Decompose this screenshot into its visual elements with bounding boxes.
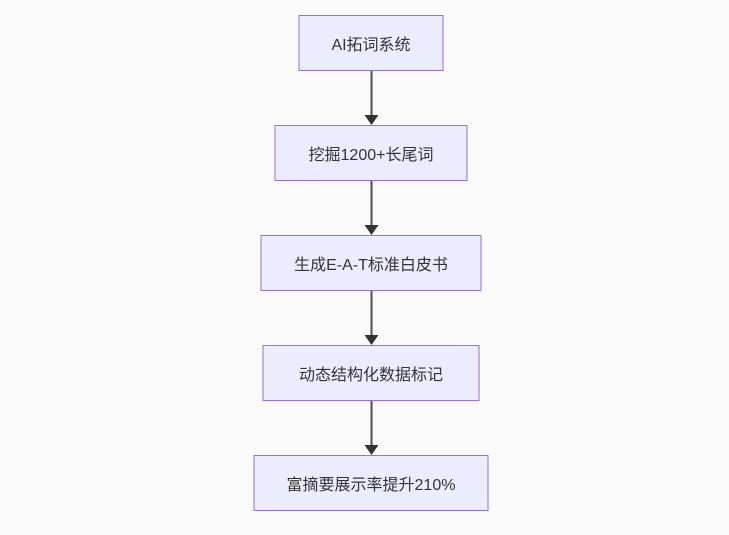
flow-node-label: 生成E-A-T标准白皮书	[294, 257, 448, 274]
arrow-line	[370, 181, 372, 225]
arrowhead-icon	[364, 335, 378, 345]
flow-node-label: 富摘要展示率提升210%	[286, 477, 456, 494]
flow-node-label: 挖掘1200+长尾词	[308, 147, 434, 164]
arrow-line	[370, 291, 372, 335]
flow-node-rich-snippet-rate-increase: 富摘要展示率提升210%	[253, 455, 489, 511]
arrow-down	[364, 401, 378, 455]
arrow-line	[370, 401, 372, 445]
flow-node-generate-eat-whitepaper: 生成E-A-T标准白皮书	[260, 235, 482, 291]
arrow-down	[364, 181, 378, 235]
arrowhead-icon	[364, 445, 378, 455]
flow-node-dynamic-structured-data-markup: 动态结构化数据标记	[262, 345, 480, 401]
arrow-line	[370, 71, 372, 115]
flow-node-ai-word-expansion-system: AI拓词系统	[298, 15, 444, 71]
arrowhead-icon	[364, 225, 378, 235]
arrow-down	[364, 71, 378, 125]
flowchart: AI拓词系统 挖掘1200+长尾词 生成E-A-T标准白皮书 动态结构化数据标记…	[253, 15, 489, 511]
arrow-down	[364, 291, 378, 345]
arrowhead-icon	[364, 115, 378, 125]
flow-node-label: AI拓词系统	[331, 37, 411, 54]
flow-node-mine-longtail-keywords: 挖掘1200+长尾词	[274, 125, 468, 181]
flow-node-label: 动态结构化数据标记	[298, 367, 443, 384]
